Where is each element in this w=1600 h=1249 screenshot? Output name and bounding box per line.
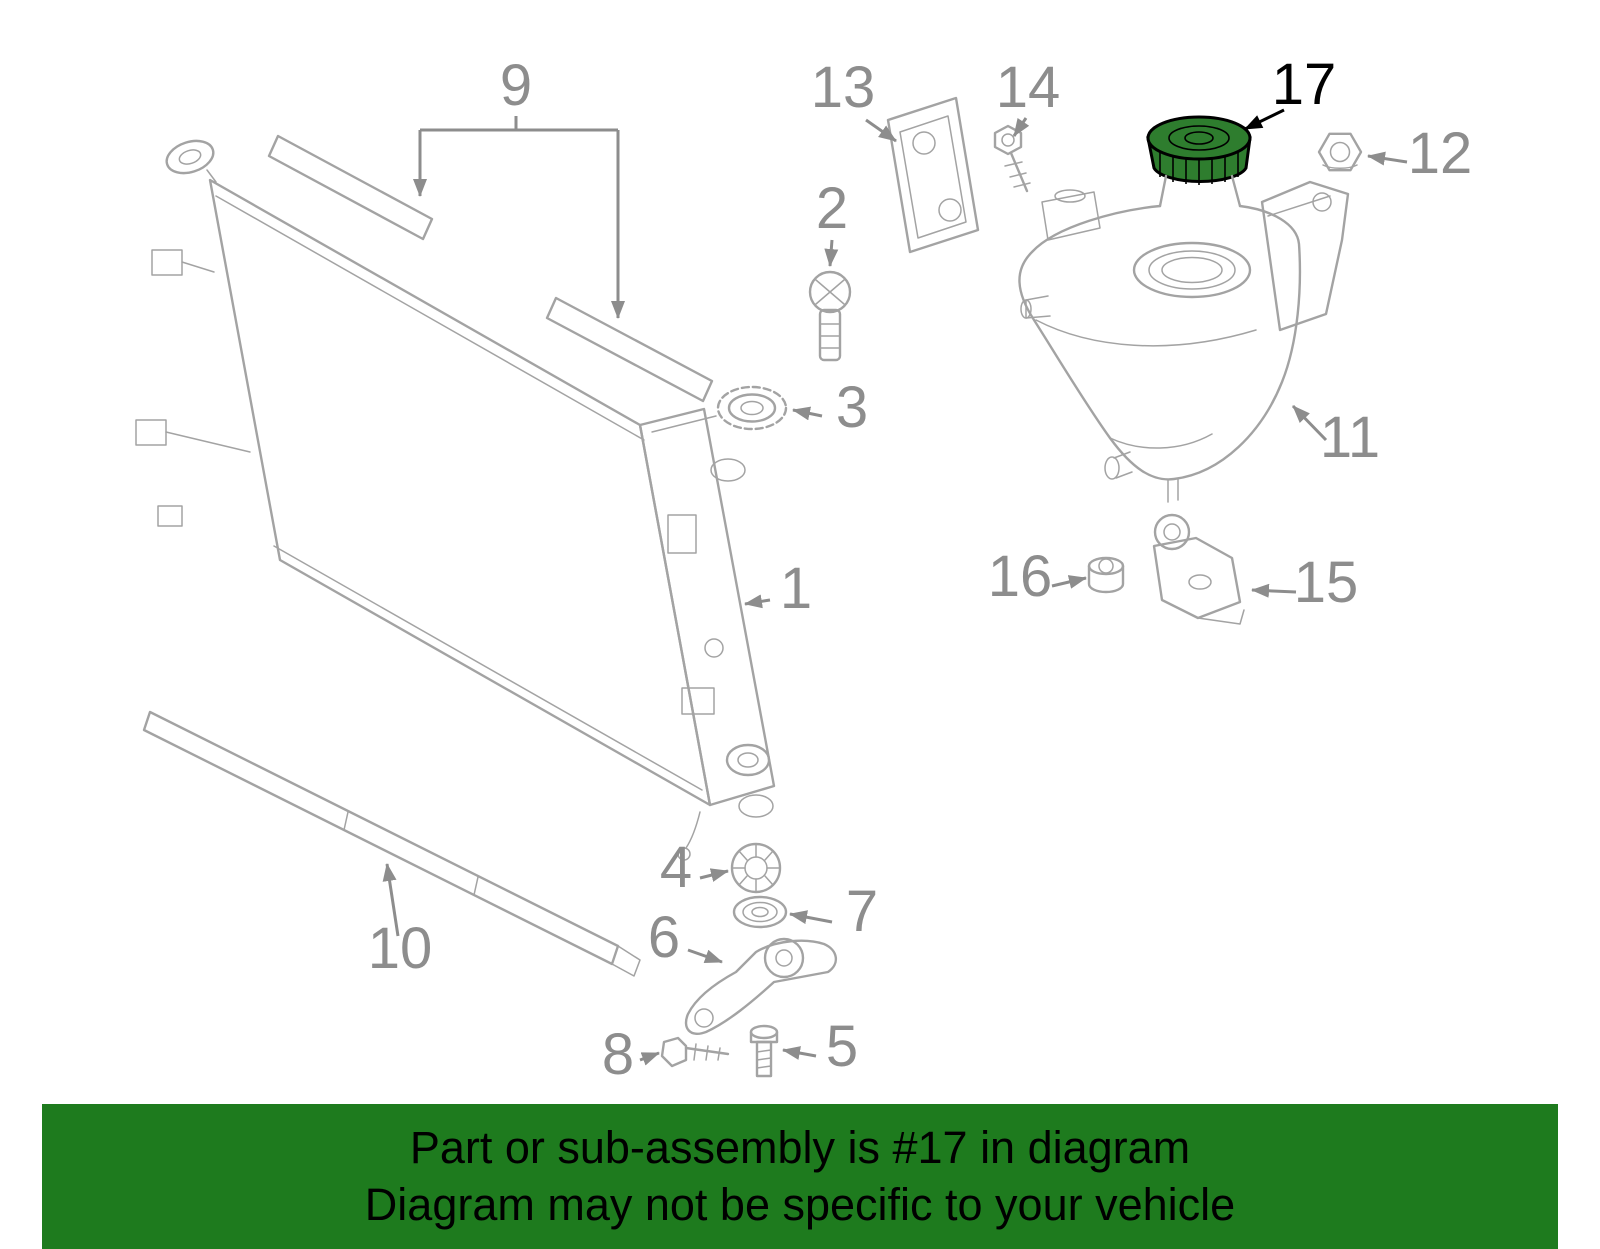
part-label-12: 12 <box>1408 121 1473 186</box>
part-label-3: 3 <box>836 375 868 440</box>
callout-arrow-5 <box>782 1046 817 1060</box>
highlight-banner: Part or sub-assembly is #17 in diagram D… <box>42 1104 1558 1249</box>
callout-arrow-13 <box>865 118 897 143</box>
banner-line-2: Diagram may not be specific to your vehi… <box>364 1178 1236 1230</box>
part-number-labels: 9 13 14 17 2 12 3 11 1 16 15 4 7 6 10 8 … <box>368 52 1473 1087</box>
part-13-bracket <box>886 96 980 254</box>
callout-arrow-2 <box>824 239 839 267</box>
callout-arrow-15 <box>1251 583 1297 598</box>
part-14-bolt <box>993 124 1031 193</box>
part-5-bolt <box>749 1024 779 1078</box>
part-label-14: 14 <box>996 55 1061 120</box>
part-label-15: 15 <box>1294 550 1359 615</box>
callout-arrow-17 <box>1244 108 1285 131</box>
part-9-seal-strips <box>267 134 714 403</box>
part-10-lower-seal <box>142 710 641 977</box>
part-17-reservoir-cap-highlighted <box>1146 115 1252 185</box>
part-7-grommet <box>732 895 788 929</box>
callout-arrow-3 <box>792 406 823 421</box>
part-label-7: 7 <box>846 879 878 944</box>
banner-line-1: Part or sub-assembly is #17 in diagram <box>409 1122 1191 1174</box>
part-2-valve <box>808 270 852 362</box>
radiator-top-hook-icon <box>165 139 217 183</box>
callout-arrow-6 <box>687 948 723 964</box>
part-label-11: 11 <box>1320 405 1380 470</box>
callout-arrow-8 <box>639 1051 660 1066</box>
callout-arrows <box>382 108 1408 1066</box>
callout-arrow-12 <box>1367 151 1408 166</box>
part-label-5: 5 <box>826 1014 858 1079</box>
part-label-17: 17 <box>1272 52 1337 117</box>
part-label-13: 13 <box>811 55 876 120</box>
part-6-bracket-arm <box>684 937 837 1035</box>
radiator-illustration <box>135 139 776 861</box>
part-label-6: 6 <box>648 905 680 970</box>
callout-arrow-11 <box>1291 404 1328 442</box>
part-label-9: 9 <box>500 53 532 118</box>
part-3-grommet <box>716 385 788 431</box>
part-16-nut <box>1087 556 1125 594</box>
callout-arrow-7 <box>789 910 833 925</box>
part-8-bolt <box>660 1036 730 1068</box>
part-4-bushing <box>730 842 782 894</box>
part-label-16: 16 <box>988 544 1053 609</box>
part-label-2: 2 <box>816 176 848 241</box>
callout-arrow-4 <box>699 868 729 882</box>
part-15-bracket <box>1152 513 1245 625</box>
part-label-4: 4 <box>660 835 692 900</box>
part-label-8: 8 <box>602 1022 634 1087</box>
callout-arrow-10 <box>382 863 400 937</box>
part-label-1: 1 <box>780 556 812 621</box>
part-12-nut <box>1317 132 1363 172</box>
part-label-10: 10 <box>368 916 433 981</box>
part-11-reservoir-tank <box>1018 174 1350 503</box>
callout-arrow-1 <box>744 594 771 609</box>
callout-arrow-16 <box>1051 575 1087 589</box>
callout-arrow-14 <box>1012 117 1030 137</box>
